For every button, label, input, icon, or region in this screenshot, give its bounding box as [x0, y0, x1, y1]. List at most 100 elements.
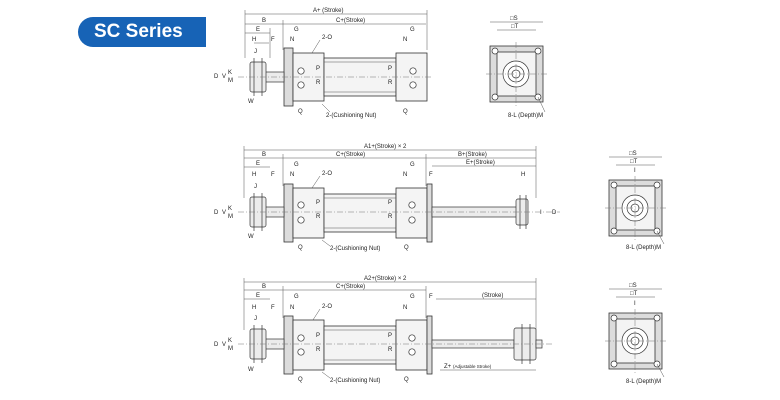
label-v-3: V — [222, 342, 226, 348]
end3-i: I — [634, 301, 636, 307]
label-k-2: K — [228, 206, 232, 212]
label-r2-2: R — [388, 214, 393, 220]
label-j-2: J — [254, 184, 257, 190]
label-cushion: 2-(Cushioning Nut) — [326, 113, 376, 119]
label-q2-2: Q — [404, 245, 409, 251]
dim-h-2: H — [252, 172, 256, 178]
label-i-2: I — [540, 210, 542, 216]
label-r-3: R — [316, 347, 321, 353]
label-q-3: Q — [298, 377, 303, 383]
label-p-2: P — [316, 200, 320, 206]
label-w-3: W — [248, 367, 254, 373]
drawing-double-rod: A1+(Stroke) × 2 C+(Stroke) B+(Stroke) B … — [214, 144, 560, 252]
dim-b: B — [262, 18, 266, 24]
dim-g2-3: G — [410, 294, 415, 300]
label-v-2: V — [222, 210, 226, 216]
dim-n-2: N — [290, 172, 294, 178]
end-view-1: □S □T 8-L (Depth)M — [486, 16, 548, 119]
label-2o-3: 2-O — [322, 304, 332, 310]
end3-s: □S — [629, 283, 637, 289]
end2-l: 8-L (Depth)M — [626, 245, 661, 251]
dim-g2: G — [410, 27, 415, 33]
dim-g: G — [294, 27, 299, 33]
dim-n-3: N — [290, 305, 294, 311]
label-q-2: Q — [298, 245, 303, 251]
drawing-adjustable-stroke: A2+(Stroke) × 2 C+(Stroke) (Stroke) B E … — [214, 276, 552, 384]
dim-overall-2: A1+(Stroke) × 2 — [364, 144, 407, 150]
end2-i: I — [634, 168, 636, 174]
dim-e-3: E — [256, 293, 260, 299]
dim-f2-3: F — [429, 294, 433, 300]
label-d: D — [214, 74, 219, 80]
dim-b-3: B — [262, 284, 266, 290]
dim-b-2: B — [262, 152, 266, 158]
dim-n2: N — [403, 37, 407, 43]
label-p2: P — [388, 66, 392, 72]
dim-h: H — [252, 37, 256, 43]
end3-t: □T — [630, 291, 638, 297]
label-q2: Q — [403, 109, 408, 115]
label-p2-2: P — [388, 200, 392, 206]
label-m: M — [228, 78, 233, 84]
dim-n2-3: N — [403, 305, 407, 311]
label-j-3: J — [254, 316, 257, 322]
dim-f: F — [271, 37, 275, 43]
dim-f-3: F — [271, 305, 275, 311]
label-p: P — [316, 66, 320, 72]
dim-overall: A+ (Stroke) — [313, 8, 344, 14]
label-adjustable-3: (Adjustable Stroke) — [453, 364, 492, 369]
end1-l: 8-L (Depth)M — [508, 113, 543, 119]
label-w-2: W — [248, 234, 254, 240]
label-r-2: R — [316, 214, 321, 220]
dim-f2-2: F — [429, 172, 433, 178]
dim-bstroke-2: B+(Stroke) — [458, 152, 487, 158]
dim-stroke: C+(Stroke) — [336, 18, 365, 24]
drawing-single-rod: A+ (Stroke) C+(Stroke) B E H F G N G N 2… — [214, 8, 432, 119]
label-m-2: M — [228, 214, 233, 220]
end3-l: 8-L (Depth)M — [626, 379, 661, 385]
dim-n: N — [290, 37, 294, 43]
end1-t: □T — [511, 24, 519, 30]
label-k: K — [228, 70, 232, 76]
dim-f-2: F — [271, 172, 275, 178]
label-2o-2: 2-O — [322, 171, 332, 177]
label-2o: 2-O — [322, 35, 332, 41]
series-title-badge: SC Series — [78, 17, 206, 47]
end2-s: □S — [629, 151, 637, 157]
label-d-3: D — [214, 342, 219, 348]
dim-g-3: G — [294, 294, 299, 300]
end-view-3: □S □T I 8-L (Depth)M — [605, 283, 667, 385]
dim-overall-3: A2+(Stroke) × 2 — [364, 276, 407, 282]
dim-h-3: H — [252, 305, 256, 311]
label-d-2b: D — [552, 210, 557, 216]
label-m-3: M — [228, 346, 233, 352]
label-q2-3: Q — [404, 377, 409, 383]
label-p2-3: P — [388, 333, 392, 339]
label-r2-3: R — [388, 347, 393, 353]
label-r: R — [316, 80, 321, 86]
label-d-2: D — [214, 210, 219, 216]
end-view-2: □S □T I 8-L (Depth)M — [605, 151, 667, 251]
label-v: V — [222, 74, 226, 80]
label-cushion-2: 2-(Cushioning Nut) — [330, 246, 380, 252]
dim-g-2: G — [294, 162, 299, 168]
dim-estroke-2: E+(Stroke) — [466, 160, 495, 166]
label-p-3: P — [316, 333, 320, 339]
dim-h2-2: H — [521, 172, 525, 178]
dim-g2-2: G — [410, 162, 415, 168]
end1-s: □S — [510, 16, 518, 22]
label-z-3: Z+ — [444, 364, 452, 370]
dim-stroke-2: C+(Stroke) — [336, 152, 365, 158]
dim-e: E — [256, 27, 260, 33]
dim-strokeonly-3: (Stroke) — [482, 293, 503, 299]
dim-n2-2: N — [403, 172, 407, 178]
label-cushion-3: 2-(Cushioning Nut) — [330, 378, 380, 384]
label-w: W — [248, 99, 254, 105]
dim-e-2: E — [256, 161, 260, 167]
label-k-3: K — [228, 338, 232, 344]
dim-stroke-3: C+(Stroke) — [336, 284, 365, 290]
label-q: Q — [298, 109, 303, 115]
end2-t: □T — [630, 159, 638, 165]
label-j: J — [254, 49, 257, 55]
